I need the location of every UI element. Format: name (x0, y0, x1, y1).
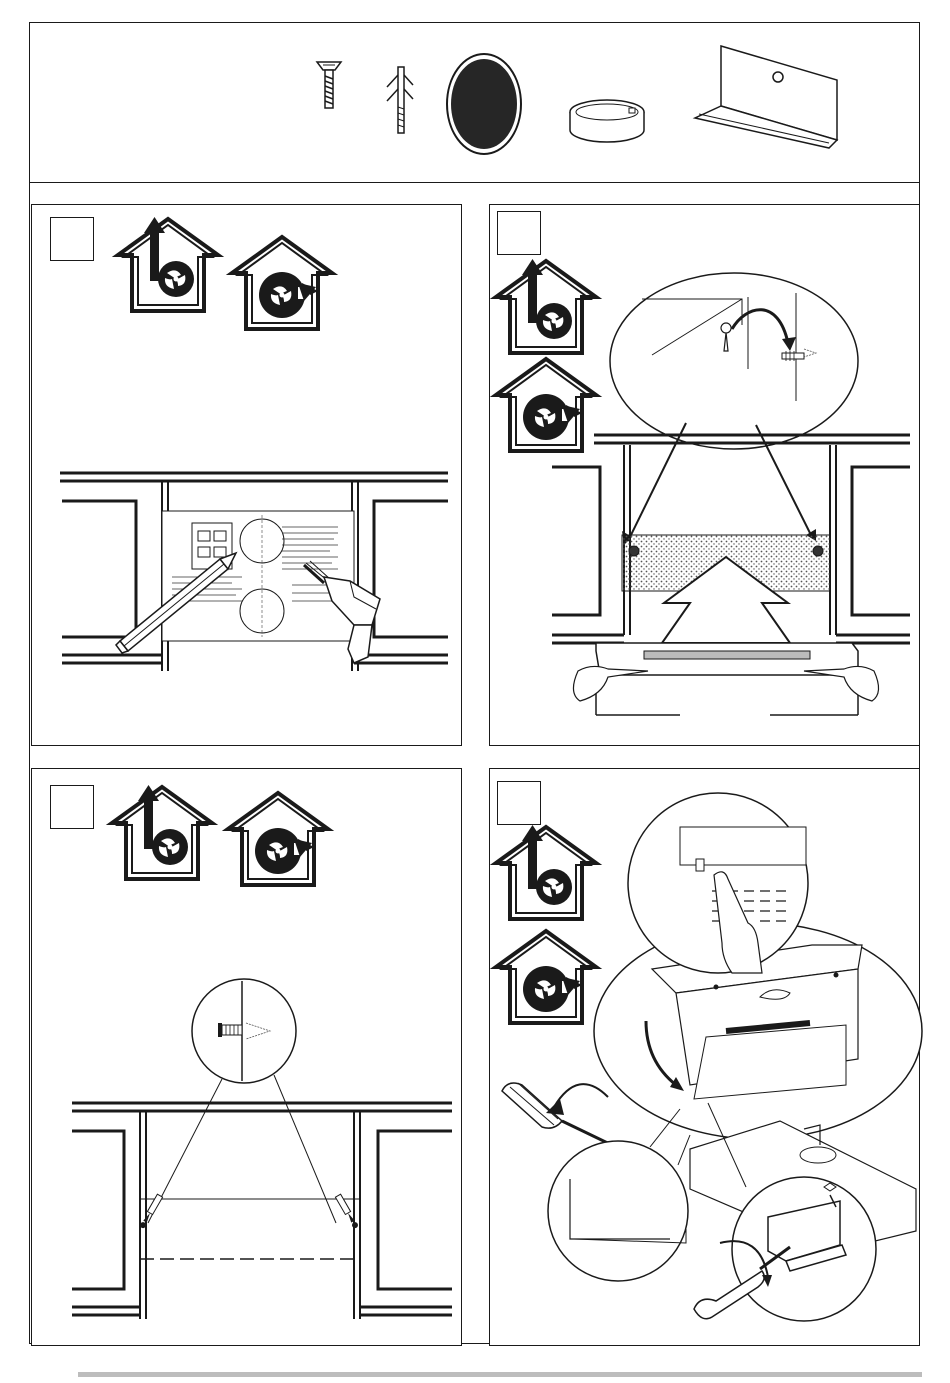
recirculation-mode-icon (228, 793, 328, 885)
cabinet-outline (72, 1103, 452, 1319)
recirculation-mode-icon (496, 359, 596, 451)
hinge-detail-callout (548, 1141, 688, 1281)
drilling-template (162, 511, 354, 641)
screw-icon (317, 62, 341, 108)
charcoal-filter-icon (447, 54, 521, 154)
step-3-illustration (32, 769, 463, 1347)
duct-collar-icon (570, 100, 644, 142)
step-2-illustration (490, 205, 921, 747)
recirculation-mode-icon (496, 931, 596, 1023)
hand-right (804, 666, 879, 701)
hand-left (573, 666, 648, 701)
parts-illustration (29, 22, 920, 183)
recirculation-mode-icon (232, 237, 332, 329)
range-hood (596, 643, 858, 715)
step-3-panel (31, 768, 462, 1346)
step-4-illustration (490, 769, 921, 1347)
ducted-mode-icon (118, 217, 218, 311)
ducted-mode-icon (496, 259, 596, 353)
switch-detail-callout (628, 793, 808, 973)
mounting-bracket-icon (695, 46, 837, 148)
step-1-panel (31, 204, 462, 746)
step-2-panel (489, 204, 920, 746)
detail-callout-screw (192, 979, 296, 1083)
ducted-mode-icon (112, 785, 212, 879)
step-1-illustration (32, 205, 463, 747)
detail-callout-keyhole (610, 273, 858, 449)
wall-plug-icon (387, 67, 413, 133)
parts-row (29, 22, 920, 183)
ducted-mode-icon (496, 825, 596, 919)
footer-rule (78, 1372, 922, 1377)
step-4-panel (489, 768, 920, 1346)
